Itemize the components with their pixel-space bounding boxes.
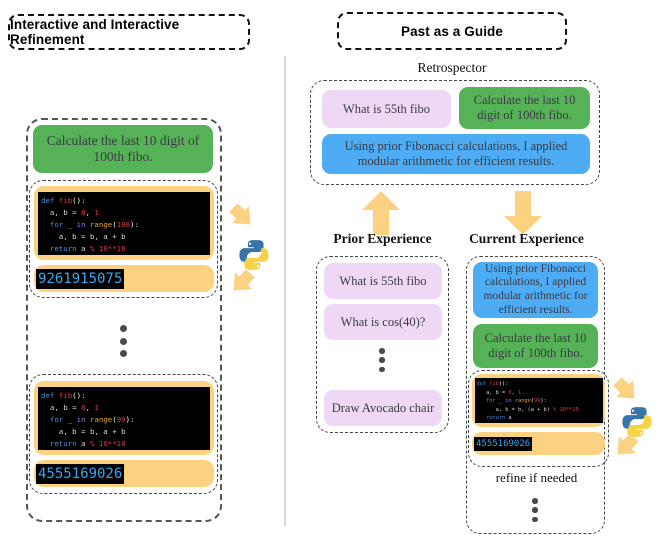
current-experience-code: def fib(): a, b = 0, 1. for _ in range(9…	[474, 378, 603, 423]
prior-experience-item-3-label: Draw Avocado chair	[331, 400, 435, 415]
current-experience-insight-text: Using prior Fibonacci calculations, I ap…	[483, 262, 588, 316]
left-python-arrow-in	[228, 203, 256, 232]
left-panel-title-banner: Interactive and Interactive Refinement	[8, 14, 250, 50]
python-logo-icon	[622, 407, 652, 437]
retrospector-caption-wrap: Retrospector	[337, 60, 567, 76]
current-experience-caption-wrap: Current Experience	[464, 231, 589, 247]
right-python-logo	[620, 405, 654, 439]
current-experience-insight: Using prior Fibonacci calculations, I ap…	[473, 262, 598, 318]
left-python-arrow-out	[228, 269, 256, 298]
prior-experience-caption-wrap: Prior Experience	[310, 231, 455, 247]
left-ellipsis	[118, 325, 128, 357]
arrow-down-icon	[504, 191, 542, 235]
left-iteration-2-code: def fib(): a, b = 0, 1 for _ in range(99…	[38, 386, 210, 450]
arrow-down-right-icon	[613, 377, 635, 399]
prior-experience-container	[316, 256, 449, 433]
arrow-up-to-retrospector	[362, 191, 400, 235]
left-iteration-2-output-shell: 4555169026	[34, 460, 214, 487]
current-experience-output-shell: 4555169026	[472, 432, 605, 455]
left-iteration-2-code-shell: def fib(): a, b = 0, 1 for _ in range(99…	[34, 381, 214, 455]
retrospector-task-chip: Calculate the last 10 digit of 100th fib…	[459, 87, 590, 129]
arrow-down-to-current	[504, 191, 542, 235]
retrospector-insight-text: Using prior Fibonacci calculations, I ap…	[344, 139, 568, 168]
prior-experience-caption: Prior Experience	[333, 231, 432, 246]
python-logo-icon	[239, 240, 269, 270]
left-iteration-1-group	[29, 180, 218, 298]
panel-divider	[284, 56, 286, 526]
current-experience-task: Calculate the last 10 digit of 100th fib…	[473, 324, 598, 368]
refine-if-needed-label-wrap: refine if needed	[468, 470, 605, 486]
prior-experience-item-2-label: What is cos(40)?	[340, 314, 426, 329]
left-panel-title: Interactive and Interactive Refinement	[10, 17, 180, 47]
arrow-down-left-icon	[617, 433, 639, 455]
left-iteration-1-code: def fib(): a, b = 0, 1 for _ in range(10…	[38, 191, 210, 255]
left-iteration-2-output: 4555169026	[36, 463, 125, 484]
retrospector-query-text: What is 55th fibo	[342, 101, 431, 116]
refine-if-needed-label: refine if needed	[495, 470, 578, 485]
current-experience-output: 4555169026	[474, 436, 533, 451]
current-experience-code-shell: def fib(): a, b = 0, 1. for _ in range(9…	[472, 374, 605, 427]
left-iteration-1-output-shell: 9261915075	[34, 265, 214, 292]
left-prompt-bubble: Calculate the last 10 digit of 100th fib…	[33, 125, 213, 173]
prior-experience-item-1-label: What is 55th fibo	[339, 273, 427, 288]
current-experience-ellipsis	[531, 498, 539, 522]
right-panel-title: Past as a Guide	[400, 23, 504, 39]
retrospector-container	[310, 80, 600, 185]
left-iteration-2-group	[29, 374, 218, 494]
retrospector-caption: Retrospector	[417, 60, 487, 75]
prior-experience-item-2: What is cos(40)?	[324, 304, 442, 340]
left-prompt-text: Calculate the last 10 digit of 100th fib…	[46, 133, 200, 164]
prior-experience-item-1: What is 55th fibo	[324, 263, 442, 299]
arrow-down-left-icon	[233, 269, 255, 291]
arrow-down-right-icon	[229, 203, 251, 225]
retrospector-query-chip: What is 55th fibo	[322, 90, 451, 128]
prior-experience-ellipsis	[378, 348, 386, 372]
right-python-arrow-in	[612, 377, 640, 406]
left-iteration-1-code-shell: def fib(): a, b = 0, 1 for _ in range(10…	[34, 186, 214, 260]
retrospector-insight-chip: Using prior Fibonacci calculations, I ap…	[322, 134, 590, 174]
current-experience-code-group	[468, 370, 609, 467]
current-experience-caption: Current Experience	[469, 231, 584, 246]
left-panel-container	[26, 118, 222, 522]
arrow-up-icon	[362, 191, 400, 235]
retrospector-task-text: Calculate the last 10 digit of 100th fib…	[473, 93, 576, 122]
left-iteration-1-output: 9261915075	[36, 268, 125, 289]
right-panel-title-banner: Past as a Guide	[337, 12, 567, 50]
prior-experience-item-3: Draw Avocado chair	[324, 390, 442, 426]
current-experience-task-text: Calculate the last 10 digit of 100th fib…	[484, 331, 587, 360]
left-python-logo	[237, 238, 271, 272]
right-python-arrow-out	[612, 433, 640, 462]
